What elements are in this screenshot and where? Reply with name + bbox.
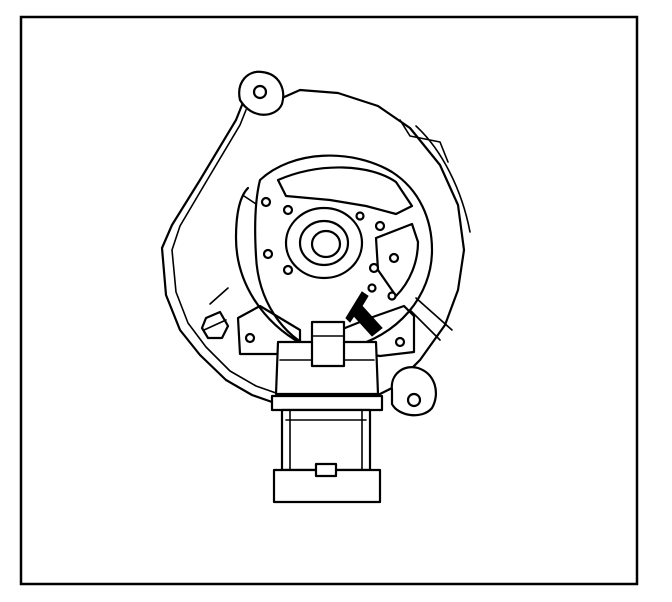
figure-frame	[19, 15, 639, 586]
motor-flange	[234, 154, 434, 352]
mounting-hole-icon	[252, 84, 268, 100]
motor-neck	[274, 320, 380, 396]
mounting-tab-top	[238, 70, 285, 116]
motor-body	[270, 394, 384, 504]
plate-holes	[260, 196, 400, 301]
plate-cutouts	[276, 166, 420, 298]
mounting-tab-bottom	[390, 366, 437, 417]
housing-braces	[209, 287, 453, 341]
motor-shaft-hub	[284, 206, 364, 280]
blower-housing	[160, 88, 471, 404]
housing-latch	[200, 310, 230, 340]
mounting-hole-icon	[406, 392, 422, 408]
pointer-arrow-icon	[345, 291, 383, 337]
